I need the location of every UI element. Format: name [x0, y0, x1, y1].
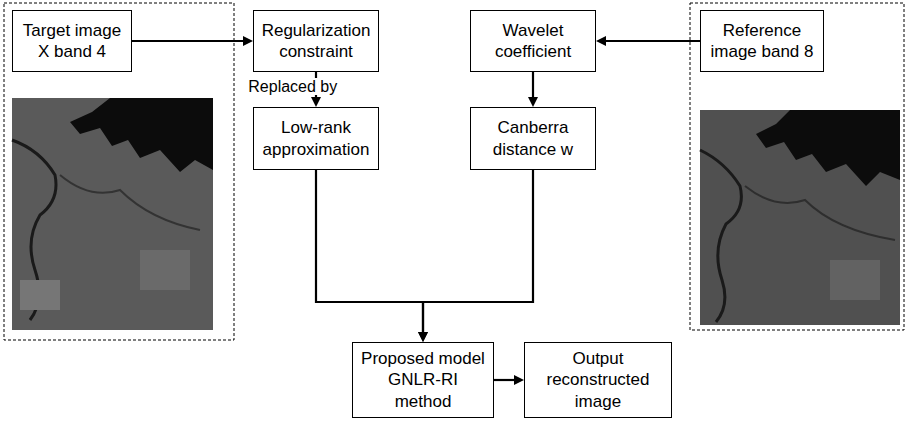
connector-line	[316, 170, 423, 334]
connector	[494, 375, 524, 385]
dashed-group	[4, 3, 234, 340]
connector	[528, 72, 538, 107]
connector-line	[132, 40, 245, 42]
box-label: Target image X band 4	[19, 20, 125, 63]
box-label: Regularization constraint	[260, 20, 372, 63]
satellite-image	[12, 98, 213, 330]
process-box: Reference image band 8	[700, 10, 824, 72]
connector-line	[604, 40, 700, 42]
process-box: Wavelet coefficient	[470, 10, 596, 72]
edge-label: Replaced by	[246, 78, 339, 96]
process-box: Proposed model GNLR-RI method	[352, 342, 494, 418]
connector	[418, 170, 533, 342]
connector-line	[494, 379, 516, 381]
box-label: Wavelet coefficient	[477, 20, 589, 63]
box-label: Low-rank approximation	[260, 117, 372, 160]
connector	[316, 170, 428, 342]
box-label: Canberra distance w	[477, 117, 589, 160]
box-label: Proposed model GNLR-RI method	[359, 348, 487, 412]
dashed-group	[690, 3, 904, 330]
box-label: Reference image band 8	[707, 20, 817, 63]
connector	[132, 36, 253, 46]
arrow-head	[418, 332, 428, 342]
arrow-head	[418, 332, 428, 342]
process-box: Output reconstructed image	[524, 342, 672, 418]
connector	[596, 36, 700, 46]
process-box: Target image X band 4	[12, 10, 132, 72]
arrow-head	[311, 97, 321, 107]
process-box: Low-rank approximation	[253, 107, 379, 170]
process-box: Canberra distance w	[470, 107, 596, 170]
process-box: Regularization constraint	[253, 10, 379, 72]
connector-line	[423, 170, 533, 334]
arrow-head	[528, 97, 538, 107]
connector-line	[532, 72, 534, 99]
arrow-head	[243, 36, 253, 46]
box-label: Output reconstructed image	[531, 348, 665, 412]
satellite-image	[700, 110, 900, 325]
arrow-head	[514, 375, 524, 385]
arrow-head	[596, 36, 606, 46]
